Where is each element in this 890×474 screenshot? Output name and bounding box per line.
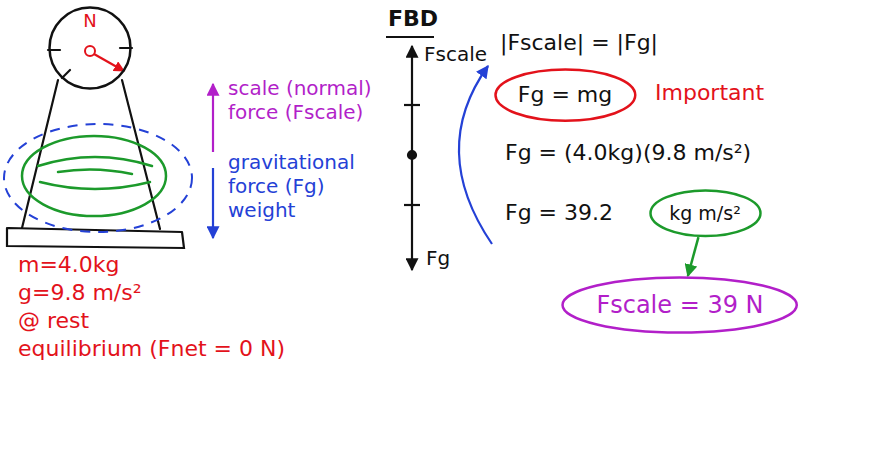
- force-label-text: gravitational force (Fg) weight: [228, 150, 355, 222]
- system-boundary: [4, 124, 192, 232]
- given-value: g=9.8 m/s²: [18, 280, 142, 306]
- equality-arrow: [459, 66, 492, 244]
- given-note-text: equilibrium (Fnet = 0 N): [18, 336, 285, 361]
- free-body-diagram: [404, 46, 420, 270]
- given-value-text: m=4.0kg: [18, 252, 120, 277]
- section-heading-text: FBD: [388, 6, 438, 31]
- connector-arrow: [688, 237, 699, 276]
- normal-force-arrow: [212, 84, 214, 152]
- outline-ellipse: [563, 277, 797, 332]
- node-text: N: [83, 10, 96, 32]
- force-vector-label: Fscale: [424, 42, 487, 66]
- given-note-text: @ rest: [18, 308, 89, 333]
- node-text: kg m/s²: [669, 202, 741, 225]
- force-vector-label-text: Fscale: [424, 42, 487, 66]
- circled-unit: kg m/s²: [649, 189, 762, 237]
- outline-ellipse: [50, 8, 131, 89]
- equation: Fg = 39.2: [505, 200, 613, 226]
- equation-text: Fg = (4.0kg)(9.8 m/s²): [505, 140, 751, 165]
- force-label: gravitational force (Fg) weight: [228, 150, 388, 222]
- outline-ellipse: [650, 190, 760, 235]
- weight-arrow: [212, 168, 214, 238]
- heading-underline: [386, 36, 434, 38]
- scale-dial: N: [48, 6, 132, 90]
- given-value-text: g=9.8 m/s²: [18, 280, 142, 305]
- node-text: Fscale = 39 N: [596, 291, 763, 320]
- force-vector-label: Fg: [426, 246, 450, 270]
- note-text: Important: [655, 80, 764, 105]
- dial-pointer: [85, 46, 124, 71]
- given-note: equilibrium (Fnet = 0 N): [18, 336, 285, 362]
- given-note: @ rest: [18, 308, 89, 334]
- force-label-text: scale (normal) force (Fscale): [228, 76, 372, 124]
- equation: |Fscale| = |Fg|: [500, 30, 658, 56]
- node-text: Fg = mg: [518, 82, 612, 108]
- circled-equation: Fg = mg: [494, 68, 637, 122]
- equation: Fg = (4.0kg)(9.8 m/s²): [505, 140, 751, 166]
- given-value: m=4.0kg: [18, 252, 120, 278]
- section-heading: FBD: [388, 6, 438, 32]
- note: Important: [655, 80, 764, 106]
- equation-text: Fg = 39.2: [505, 200, 613, 225]
- force-vector-label-text: Fg: [426, 246, 450, 270]
- circled-answer: Fscale = 39 N: [561, 276, 798, 334]
- watermelon: [22, 136, 166, 216]
- force-label: scale (normal) force (Fscale): [228, 76, 388, 124]
- outline-ellipse: [495, 69, 635, 120]
- equation-text: |Fscale| = |Fg|: [500, 30, 658, 55]
